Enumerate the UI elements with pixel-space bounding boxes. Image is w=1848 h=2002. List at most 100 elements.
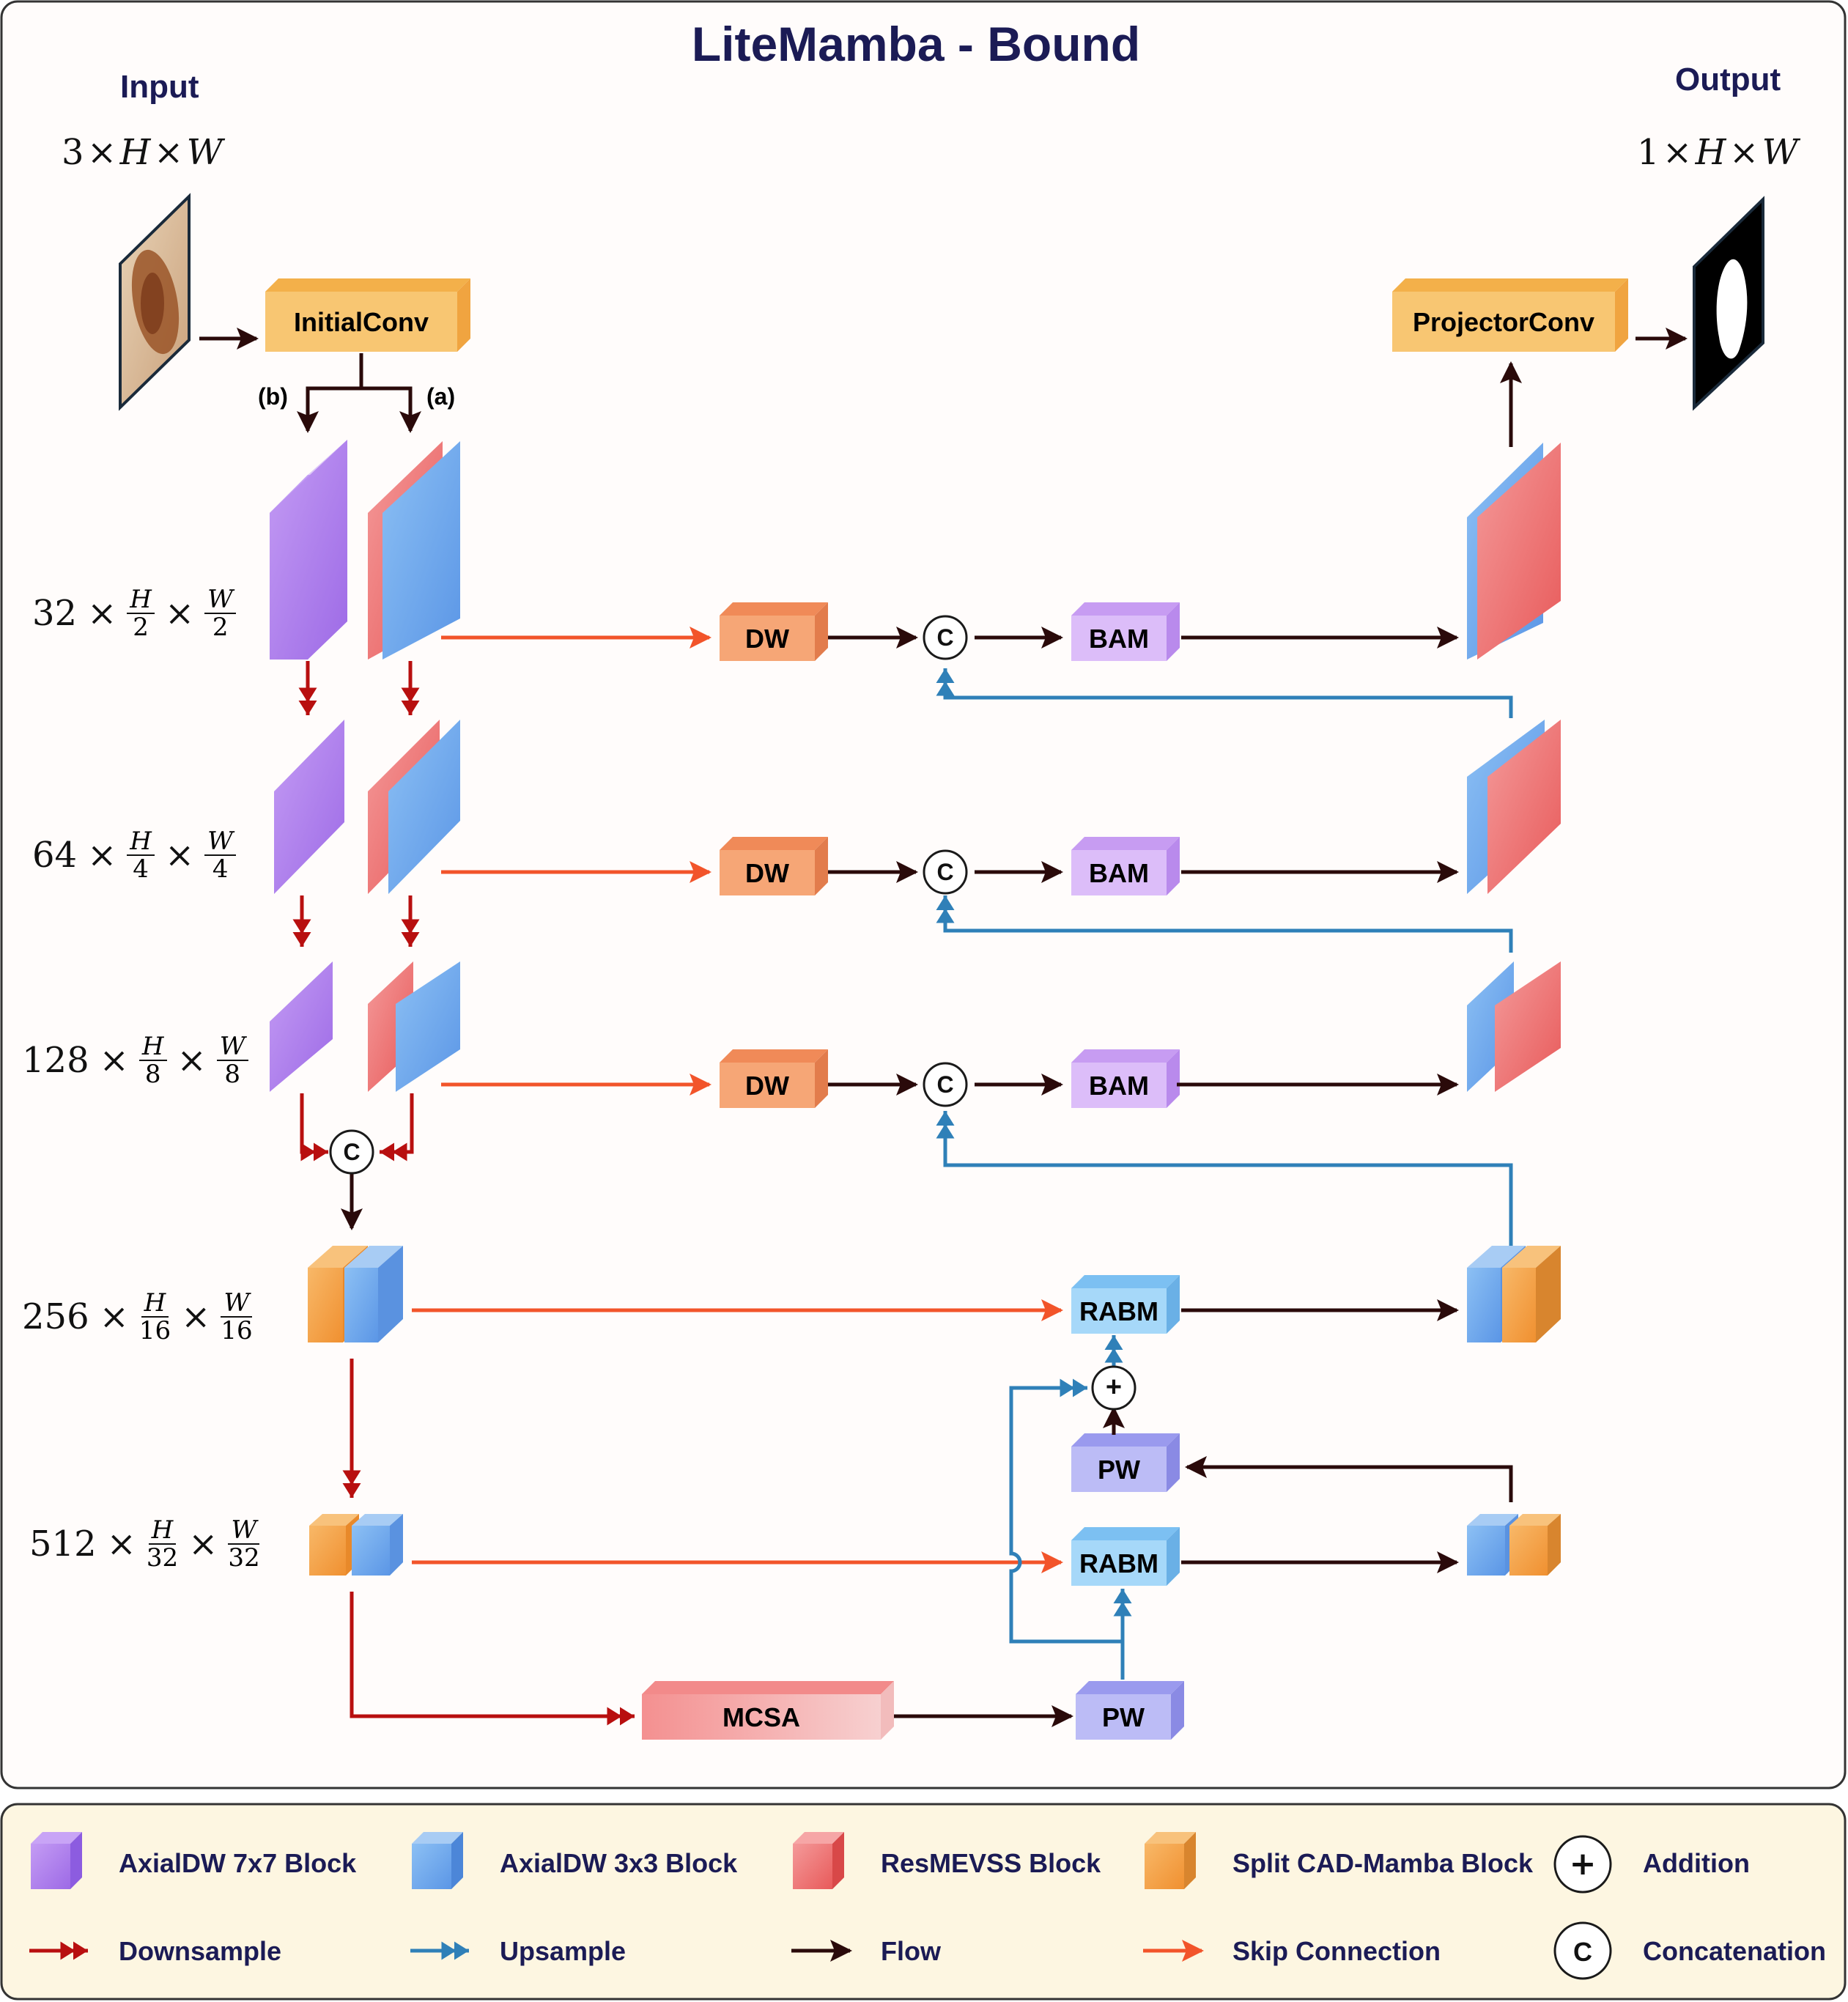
- legend-label: AxialDW 3x3 Block: [500, 1848, 738, 1878]
- level-divisor: 2: [133, 613, 149, 642]
- bam-block: BAM: [1071, 602, 1180, 661]
- upsample-arrow: [936, 1111, 1513, 1246]
- input-image: [119, 193, 191, 411]
- dw-block-label: DW: [745, 624, 789, 654]
- output-dims: 1 × H × W: [1637, 132, 1798, 173]
- decoder-level1-axialdw3-resmevss: [1467, 443, 1561, 660]
- level-channels: 32: [32, 593, 78, 634]
- concat-node: C: [923, 849, 968, 895]
- bam-block: BAM: [1071, 837, 1180, 895]
- input-dims: 3 × H × W: [62, 132, 223, 173]
- encoder-level2-resmevss-axialdw3: [368, 720, 460, 894]
- level-channels: 512: [29, 1523, 97, 1565]
- flow-arrow-b: [297, 353, 363, 433]
- pw-block-label: PW: [1102, 1702, 1145, 1732]
- flow-arrow: [1185, 1456, 1513, 1502]
- bam-block-label: BAM: [1089, 624, 1149, 654]
- encoder-level3-axialdw7: [270, 961, 333, 1092]
- downsample-arrow: [350, 1592, 635, 1726]
- level-divisor: 2: [212, 613, 229, 642]
- level-height: H: [127, 586, 155, 614]
- pw-block: PW: [1076, 1681, 1184, 1740]
- level-divisor: 16: [221, 1316, 253, 1345]
- input-label: Input: [120, 69, 199, 105]
- encoder-level2-axialdw7: [274, 720, 344, 894]
- main-panel: [0, 0, 1847, 1789]
- bam-block-label: BAM: [1089, 858, 1149, 888]
- branch-a-label: (a): [426, 383, 455, 410]
- level-width: W: [216, 1033, 248, 1061]
- upsample-arrow: [936, 668, 1513, 718]
- level-dimension-label: 32 × H 2 × W 2: [32, 586, 237, 642]
- dw-block: DW: [720, 602, 828, 661]
- orange-cube-icon: [1145, 1832, 1196, 1889]
- legend-label: Split CAD-Mamba Block: [1232, 1848, 1534, 1878]
- encoder-level4-cadmamba-axialdw3: [308, 1246, 403, 1342]
- bam-block-label: BAM: [1089, 1071, 1149, 1101]
- legend-label: ResMEVSS Block: [881, 1848, 1101, 1878]
- legend-label: Skip Connection: [1232, 1936, 1441, 1966]
- dw-block: DW: [720, 837, 828, 895]
- level-divisor: 32: [228, 1543, 260, 1573]
- dw-block-label: DW: [745, 1071, 789, 1101]
- level-dimension-label: 512 × H 32 × W 32: [29, 1515, 260, 1573]
- decoder-level3-axialdw3-resmevss: [1467, 961, 1561, 1092]
- level-dimension-label: 256 × H 16 × W 16: [22, 1288, 253, 1345]
- concat-node: C: [923, 1062, 968, 1107]
- branch-b-label: (b): [258, 383, 288, 410]
- level-height: H: [148, 1517, 177, 1545]
- legend-label: Downsample: [119, 1936, 282, 1966]
- mcsa-block-label: MCSA: [722, 1702, 800, 1732]
- svg-text:+: +: [1570, 1845, 1597, 1883]
- level-divisor: 4: [212, 854, 229, 884]
- output-label: Output: [1675, 62, 1781, 97]
- plus-circle-icon: +: [1553, 1835, 1612, 1894]
- projector-conv-label: ProjectorConv: [1413, 307, 1594, 337]
- bam-block: BAM: [1071, 1049, 1180, 1108]
- dw-block-label: DW: [745, 858, 789, 888]
- concat-node-symbol: C: [936, 859, 953, 885]
- svg-text:C: C: [1573, 1937, 1592, 1967]
- encoder-level5-cadmamba-axialdw3: [309, 1514, 403, 1576]
- level-dimension-label: 64 × H 4 × W 4: [32, 828, 237, 884]
- level-channels: 64: [32, 835, 78, 876]
- encoder-level1-axialdw7: [270, 440, 347, 660]
- rabm-block-label: RABM: [1079, 1296, 1158, 1326]
- addition-node: +: [1091, 1365, 1136, 1411]
- dw-block: DW: [720, 1049, 828, 1108]
- decoder-level4-axialdw3-cadmamba: [1467, 1246, 1561, 1342]
- level-width: W: [221, 1290, 253, 1318]
- output-mask-image: [1693, 196, 1764, 411]
- legend-label: Upsample: [500, 1936, 627, 1966]
- level-dimension-label: 128 × H 8 × W 8: [22, 1033, 248, 1087]
- level-channels: 256: [22, 1296, 89, 1337]
- initial-conv-block: InitialConv: [265, 278, 470, 352]
- level-divisor: 32: [146, 1543, 179, 1573]
- projector-conv-block: ProjectorConv: [1392, 278, 1628, 352]
- level-divisor: 4: [133, 854, 149, 884]
- rabm-block: RABM: [1071, 1527, 1180, 1586]
- legend-label: AxialDW 7x7 Block: [119, 1848, 357, 1878]
- downsample-arrow: [300, 1093, 328, 1161]
- level-divisor: 16: [138, 1316, 171, 1345]
- downsample-arrow: [380, 1093, 414, 1161]
- encoder-level1-resmevss-axialdw3: [368, 441, 460, 660]
- concat-node: C: [329, 1129, 374, 1175]
- c-circle-icon: C: [1553, 1921, 1612, 1980]
- level-divisor: 8: [224, 1060, 241, 1089]
- level-divisor: 8: [144, 1060, 161, 1089]
- level-height: H: [127, 828, 155, 856]
- legend-icons: + C: [29, 1832, 1612, 1980]
- level-channels: 128: [22, 1040, 89, 1081]
- initial-conv-label: InitialConv: [294, 307, 429, 337]
- concat-node-symbol: C: [936, 1071, 953, 1098]
- encoder-level3-resmevss-axialdw3: [368, 961, 460, 1092]
- diagram-title: LiteMamba - Bound: [691, 17, 1141, 71]
- red-cube-icon: [793, 1832, 844, 1889]
- legend-label: Addition: [1643, 1848, 1750, 1878]
- arrows: [199, 328, 1688, 1727]
- concat-node-symbol: C: [343, 1139, 360, 1165]
- pw-block: PW: [1071, 1433, 1180, 1492]
- pw-block-label: PW: [1098, 1455, 1140, 1485]
